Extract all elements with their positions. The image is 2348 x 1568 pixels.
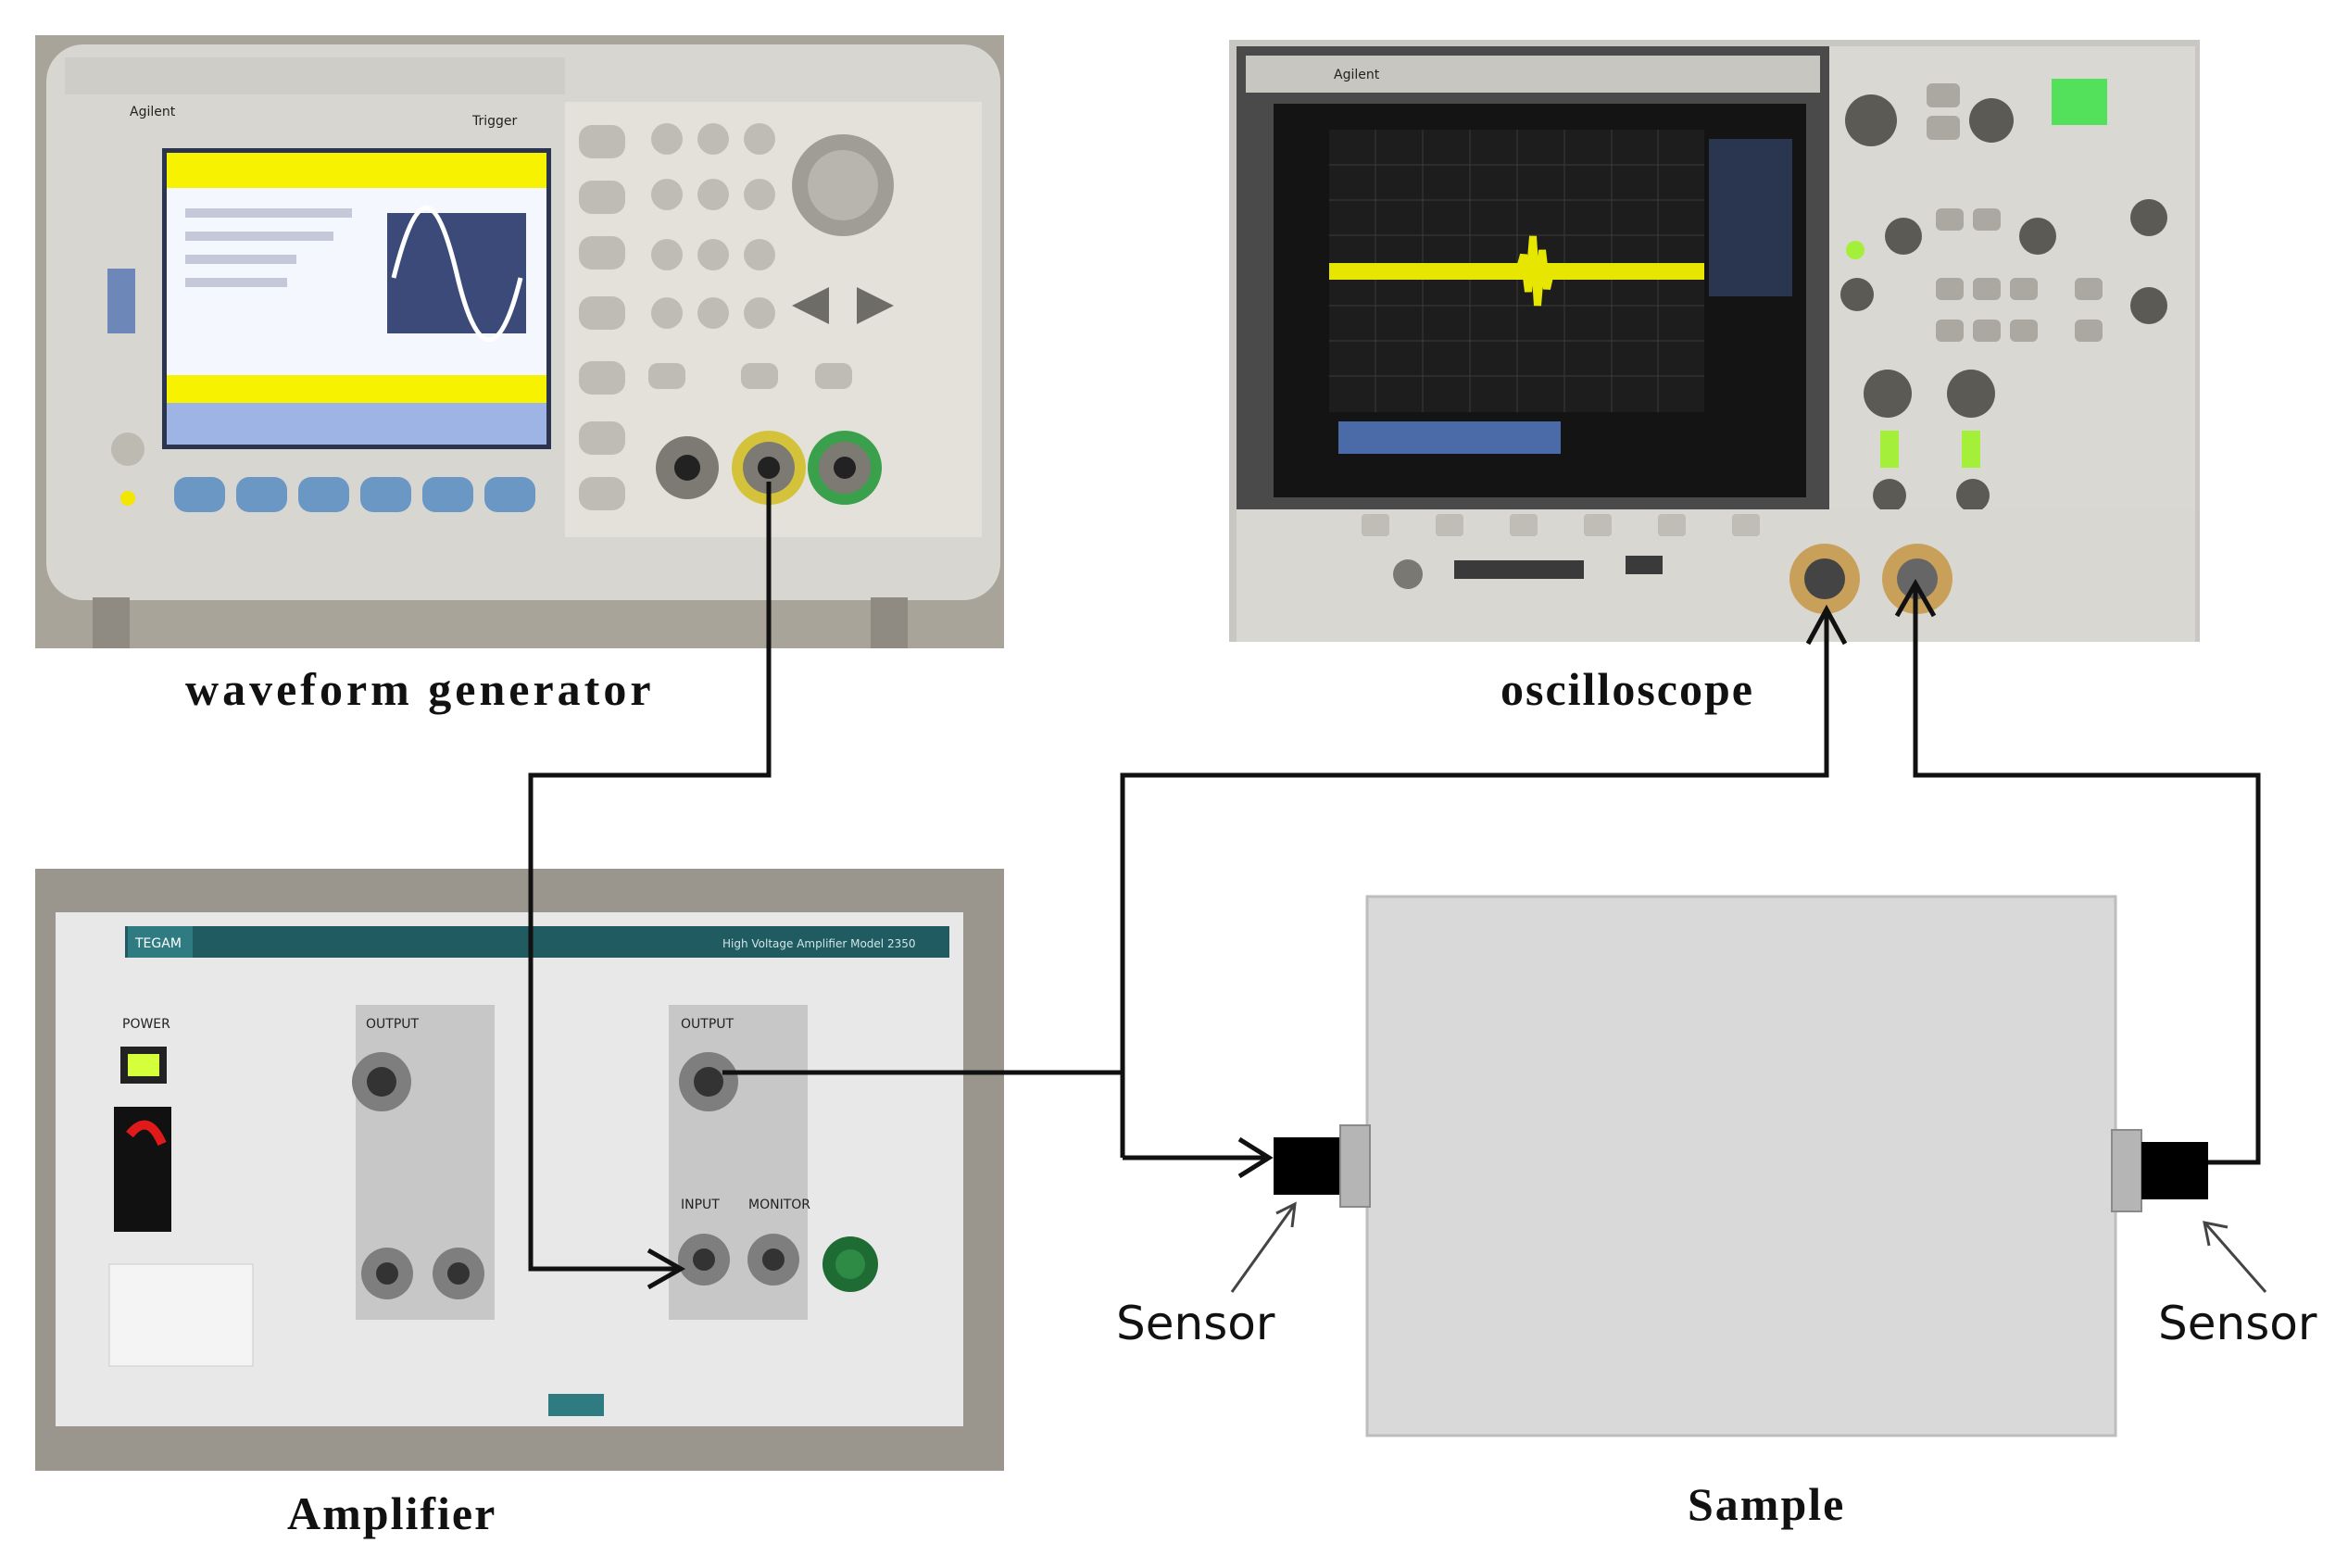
sample-block	[1365, 895, 2117, 1437]
scope-trace	[1329, 263, 1704, 280]
amp-input-label: INPUT	[681, 1198, 720, 1212]
scope-run-indicator	[2052, 79, 2107, 125]
amplifier-header	[125, 926, 949, 958]
wire-generator-to-amplifier	[528, 482, 772, 1272]
generator-keys	[579, 123, 852, 510]
generator-screen-header	[167, 153, 546, 188]
generator-softkeys	[174, 477, 535, 512]
connection-wires	[528, 482, 2261, 1290]
sine-wave-icon	[391, 206, 523, 343]
scope-brand: Agilent	[1334, 68, 1380, 82]
label-sample: Sample	[1688, 1478, 1846, 1530]
right-sensor	[2111, 1129, 2208, 1212]
scope-knobs	[1840, 94, 2167, 512]
generator-bnc-connectors	[656, 431, 882, 505]
amp-monitor-label: MONITOR	[748, 1198, 810, 1212]
label-oscilloscope: oscilloscope	[1500, 663, 1754, 715]
amp-output-label-1: OUTPUT	[366, 1017, 420, 1032]
generator-brand: Agilent	[130, 105, 176, 119]
label-sensor-left: Sensor	[1116, 1297, 1275, 1350]
wire-right-sensor-to-scope	[1913, 583, 2261, 1165]
amplifier-photo: TEGAM High Voltage Amplifier Model 2350 …	[35, 869, 1004, 1471]
wire-left-sensor-to-scope	[1120, 609, 1829, 1158]
label-sensor-right: Sensor	[2158, 1297, 2317, 1350]
amplifier-power-label: POWER	[122, 1017, 170, 1032]
left-sensor	[1274, 1124, 1371, 1208]
amplifier-model: High Voltage Amplifier Model 2350	[722, 937, 915, 950]
oscilloscope-photo: Agilent	[1229, 40, 2200, 642]
label-amplifier: Amplifier	[287, 1487, 497, 1539]
amplifier-brand: TEGAM	[134, 936, 182, 951]
generator-key-label: Trigger	[471, 114, 518, 129]
label-waveform-generator: waveform generator	[185, 663, 655, 715]
sensor-pointer-arrows	[1230, 1201, 2267, 1293]
amp-output-label-2: OUTPUT	[681, 1017, 735, 1032]
scope-bnc-inputs	[1789, 544, 1952, 614]
power-indicator	[128, 1054, 159, 1076]
waveform-generator-photo: Agilent Trigger	[35, 35, 1004, 648]
